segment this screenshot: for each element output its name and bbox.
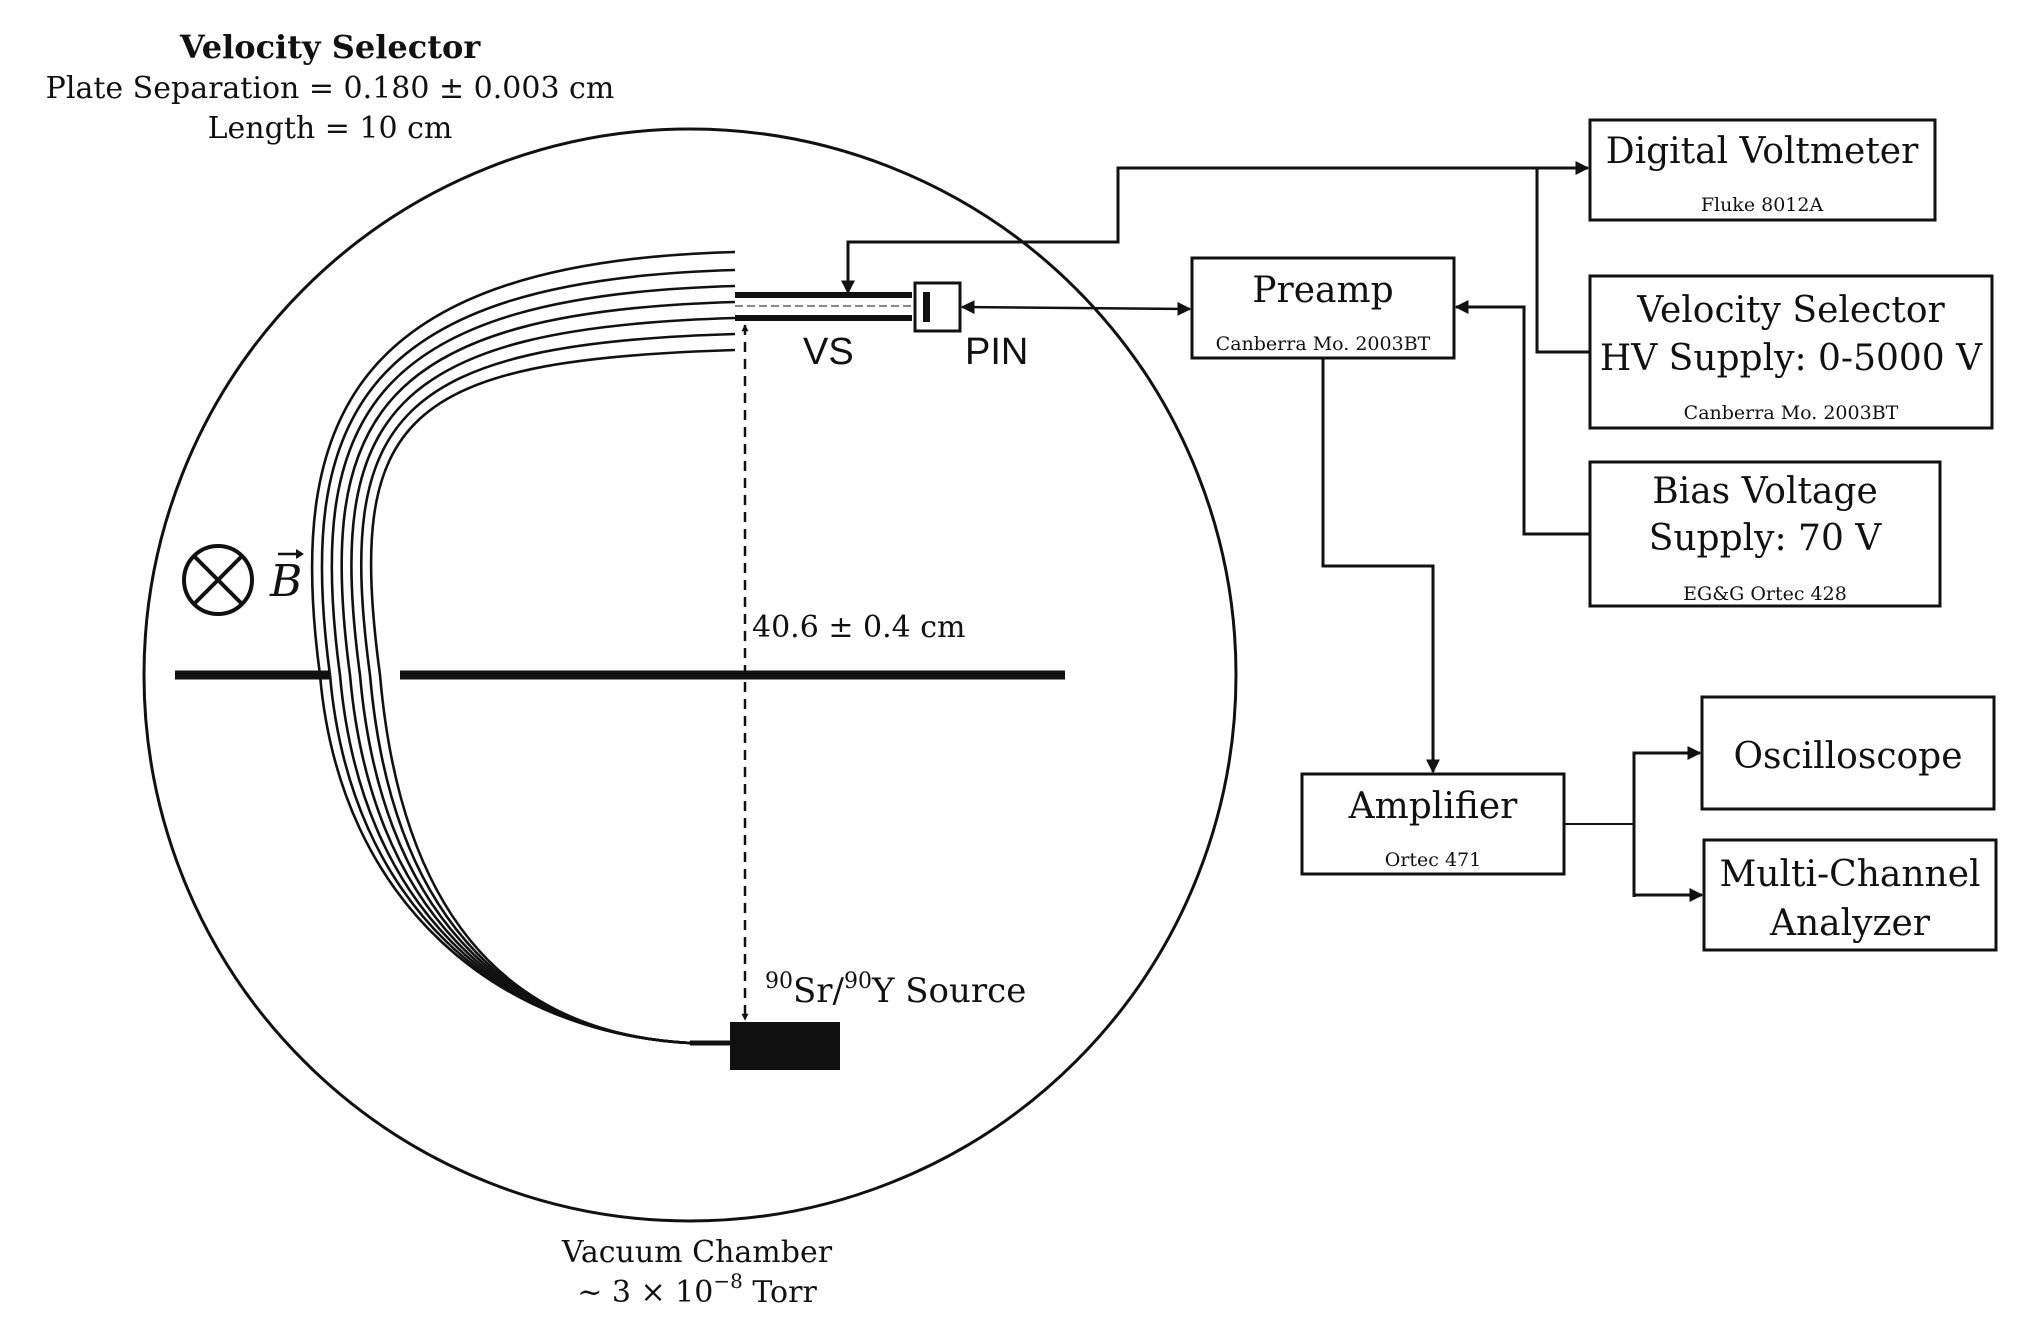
chamber-pressure: ~ 3 × 10−8 Torr (577, 1269, 817, 1310)
electron-trajectories (310, 250, 736, 1046)
preamp-title: Preamp (1252, 270, 1393, 311)
bias-line1: Bias Voltage (1652, 471, 1878, 512)
oscilloscope-box: Oscilloscope (1700, 695, 1996, 811)
trajectory-arc (320, 268, 736, 1045)
wire-pin-to-preamp (960, 300, 1192, 316)
header-title: Velocity Selector (179, 28, 482, 66)
hv-line1: Velocity Selector (1636, 290, 1945, 331)
trajectory-arc (360, 332, 736, 1045)
source-sup1: 90 (765, 969, 793, 994)
trajectory-arc (350, 316, 736, 1045)
amp-title: Amplifier (1348, 786, 1519, 827)
dvm-title: Digital Voltmeter (1606, 131, 1919, 172)
mca-line1: Multi-Channel (1719, 854, 1980, 895)
bias-supply-box: Bias Voltage Supply: 70 V EG&G Ortec 428 (1588, 460, 1942, 608)
pin-detector-element (923, 292, 930, 322)
digital-voltmeter-box: Digital Voltmeter Fluke 8012A (1588, 118, 1937, 222)
source-label: 90Sr/90Y Source (765, 969, 1026, 1011)
header-plate-separation: Plate Separation = 0.180 ± 0.003 cm (46, 71, 615, 106)
hv-line2: HV Supply: 0-5000 V (1600, 338, 1983, 379)
wire-preamp-to-amp (1321, 358, 1440, 774)
pin-label: PIN (965, 331, 1028, 373)
source-mid: Sr/ (793, 971, 845, 1011)
osc-title: Oscilloscope (1733, 736, 1962, 777)
distance-label: 40.6 ± 0.4 cm (752, 610, 966, 645)
field-symbol-b: B (269, 556, 302, 607)
wire-hv-to-bus (1535, 168, 1590, 354)
hv-model: Canberra Mo. 2003BT (1684, 402, 1899, 424)
magnetic-field-into-page-icon (182, 544, 254, 616)
bias-model: EG&G Ortec 428 (1683, 583, 1847, 605)
source-suffix: Y Source (871, 971, 1026, 1011)
pressure-suffix: Torr (743, 1275, 818, 1310)
source-block (730, 1022, 840, 1070)
preamp-box: Preamp Canberra Mo. 2003BT (1190, 256, 1456, 360)
pin-detector (913, 281, 962, 333)
vector-arrow-icon (278, 549, 304, 559)
hv-supply-box: Velocity Selector HV Supply: 0-5000 V Ca… (1588, 274, 1994, 430)
pressure-prefix: ~ 3 × 10 (577, 1275, 713, 1310)
wire-vs-to-dvm (841, 161, 1590, 295)
trajectory-arc (369, 348, 736, 1045)
bias-line2: Supply: 70 V (1649, 518, 1883, 559)
header-length: Length = 10 cm (208, 111, 453, 146)
mca-line2: Analyzer (1769, 903, 1931, 944)
vs-label: VS (803, 331, 854, 373)
source-sup2: 90 (844, 969, 872, 994)
mca-box: Multi-Channel Analyzer (1702, 838, 1998, 952)
amp-model: Ortec 471 (1385, 849, 1481, 871)
wire-bias-to-preamp (1454, 300, 1590, 536)
pressure-exponent: −8 (713, 1269, 742, 1293)
dvm-model: Fluke 8012A (1701, 194, 1824, 216)
vacuum-chamber (142, 127, 1238, 1223)
amplifier-box: Amplifier Ortec 471 (1300, 772, 1566, 876)
chamber-label: Vacuum Chamber (561, 1235, 833, 1270)
wire-to-oscilloscope (1632, 746, 1702, 897)
preamp-model: Canberra Mo. 2003BT (1216, 333, 1431, 355)
